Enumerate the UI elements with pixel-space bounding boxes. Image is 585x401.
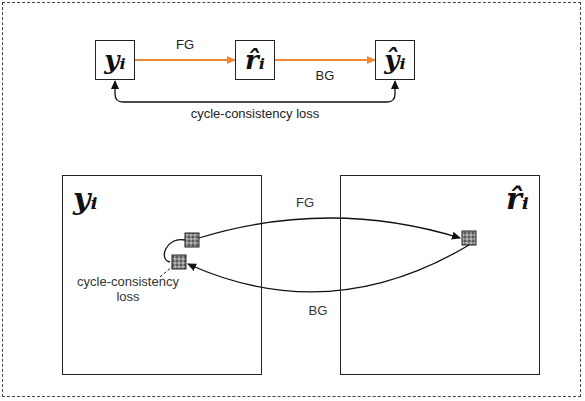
image-frame: r̂ᵢ <box>340 175 540 375</box>
edge-label: FG <box>174 38 196 53</box>
variable-label: yᵢ <box>104 47 125 73</box>
edge-label: BG <box>314 69 337 84</box>
variable-label: ŷᵢ <box>384 47 405 73</box>
variable-label: yᵢ <box>73 184 98 214</box>
image-patch <box>185 233 199 247</box>
variable-box: r̂ᵢ <box>235 40 275 80</box>
variable-box: yᵢ <box>95 40 135 80</box>
annotation-label: cycle-consistency loss <box>72 275 184 305</box>
image-patch <box>462 231 476 245</box>
annotation-label: FG <box>296 196 314 211</box>
bg-arrow <box>188 245 469 292</box>
edge-label: cycle-consistency loss <box>189 107 322 122</box>
loss-loop <box>164 240 185 262</box>
annotation-label: BG <box>309 304 328 319</box>
fg-arrow <box>199 218 460 238</box>
loss-connector <box>115 81 395 102</box>
mapping-arrow <box>275 59 375 61</box>
image-patch <box>172 255 186 269</box>
mapping-arrow <box>135 59 235 61</box>
variable-label: r̂ᵢ <box>245 47 265 73</box>
variable-box: ŷᵢ <box>375 40 415 80</box>
variable-label: r̂ᵢ <box>506 184 529 214</box>
